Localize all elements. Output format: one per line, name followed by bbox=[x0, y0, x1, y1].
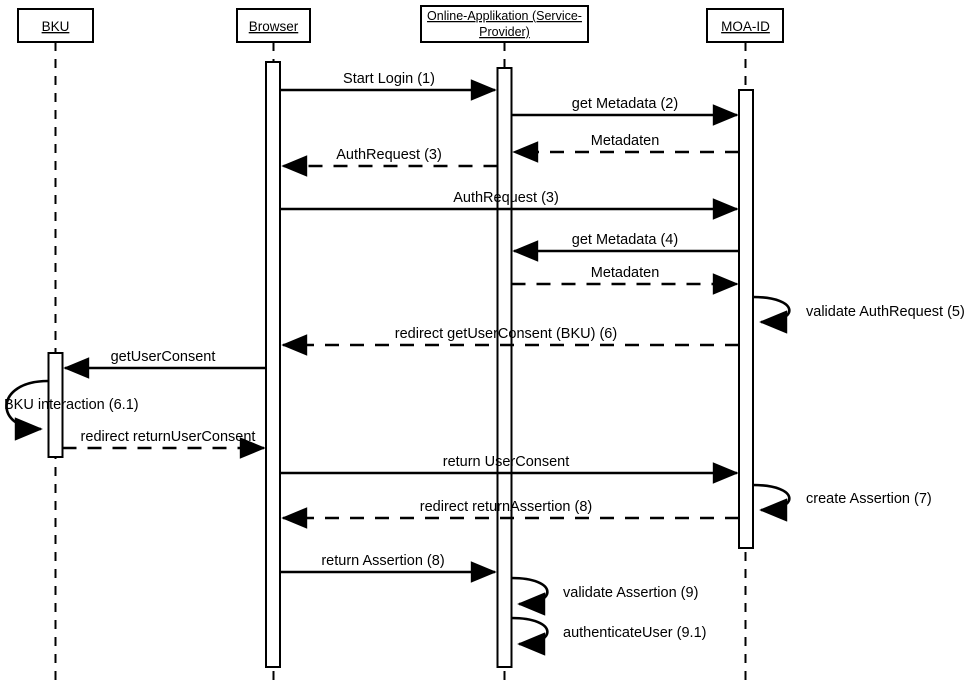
self-message-arc-authenticate-user bbox=[511, 616, 549, 656]
message-get-metadata-2[interactable]: get Metadata (2) bbox=[511, 96, 739, 126]
participant-header-bku[interactable]: BKU bbox=[17, 8, 94, 43]
message-getuserconsent[interactable]: getUserConsent bbox=[63, 349, 266, 379]
self-message-label-validate-assertion: validate Assertion (9) bbox=[563, 585, 698, 601]
participant-label-browser: Browser bbox=[249, 19, 299, 34]
message-label-metadaten-2: Metadaten bbox=[591, 265, 660, 281]
self-message-label-create-assertion: create Assertion (7) bbox=[806, 491, 932, 507]
self-message-label-authenticate-user: authenticateUser (9.1) bbox=[563, 625, 706, 641]
participant-label-moa-id: MOA-ID bbox=[721, 19, 770, 34]
message-redirect-returnassertion[interactable]: redirect returnAssertion (8) bbox=[281, 499, 739, 529]
message-label-authrequest-3-to-moaid: AuthRequest (3) bbox=[453, 190, 559, 206]
self-message-validate-assertion[interactable]: validate Assertion (9) bbox=[511, 576, 699, 616]
activation-bar-bku bbox=[47, 352, 64, 458]
message-return-userconsent[interactable]: return UserConsent bbox=[280, 454, 739, 484]
message-start-login[interactable]: Start Login (1) bbox=[280, 71, 497, 101]
participant-header-moa-id[interactable]: MOA-ID bbox=[706, 8, 784, 43]
self-message-arc-create-assertion bbox=[752, 483, 791, 522]
message-label-authrequest-3-to-browser: AuthRequest (3) bbox=[336, 147, 442, 163]
activation-bar-online-applikation bbox=[496, 67, 513, 668]
message-label-return-userconsent: return UserConsent bbox=[443, 454, 570, 470]
message-redirect-getuserconsent[interactable]: redirect getUserConsent (BKU) (6) bbox=[281, 326, 739, 356]
participant-header-browser[interactable]: Browser bbox=[236, 8, 311, 43]
message-label-redirect-getuserconsent: redirect getUserConsent (BKU) (6) bbox=[395, 326, 617, 342]
message-redirect-returnuserconsent[interactable]: redirect returnUserConsent bbox=[62, 429, 266, 459]
message-label-get-metadata-2: get Metadata (2) bbox=[572, 96, 678, 112]
message-label-get-metadata-4: get Metadata (4) bbox=[572, 232, 678, 248]
participant-header-online-applikation[interactable]: Online-Applikation (Service- Provider) bbox=[420, 5, 589, 43]
activation-bar-browser bbox=[265, 61, 281, 668]
message-label-start-login: Start Login (1) bbox=[343, 71, 435, 87]
participant-label-bku: BKU bbox=[42, 19, 70, 34]
participant-label-online-applikation-line2: Provider) bbox=[479, 25, 530, 39]
self-message-validate-authrequest[interactable]: validate AuthRequest (5) bbox=[752, 295, 965, 334]
self-message-arc-bku-interaction bbox=[5, 379, 49, 441]
self-message-arc-validate-assertion bbox=[511, 576, 549, 616]
self-message-create-assertion[interactable]: create Assertion (7) bbox=[752, 483, 932, 522]
message-label-redirect-returnuserconsent: redirect returnUserConsent bbox=[81, 429, 256, 445]
self-message-authenticate-user[interactable]: authenticateUser (9.1) bbox=[511, 616, 707, 656]
message-label-redirect-returnassertion: redirect returnAssertion (8) bbox=[420, 499, 592, 515]
activation-bar-moa-id bbox=[738, 89, 754, 549]
message-get-metadata-4[interactable]: get Metadata (4) bbox=[512, 232, 739, 262]
message-return-assertion[interactable]: return Assertion (8) bbox=[280, 553, 497, 583]
participant-box-moa-id bbox=[706, 8, 784, 43]
self-message-label-bku-interaction: BKU interaction (6.1) bbox=[4, 397, 139, 413]
message-label-metadaten-1: Metadaten bbox=[591, 133, 660, 149]
message-metadaten-1[interactable]: Metadaten bbox=[512, 133, 739, 163]
message-label-return-assertion: return Assertion (8) bbox=[321, 553, 444, 569]
participant-label-online-applikation-line1: Online-Applikation (Service- bbox=[427, 9, 582, 23]
message-authrequest-3-to-moaid[interactable]: AuthRequest (3) bbox=[280, 190, 739, 220]
self-message-arc-validate-authrequest bbox=[752, 295, 791, 334]
self-message-bku-interaction[interactable]: BKU interaction (6.1) bbox=[4, 379, 139, 441]
message-metadaten-2[interactable]: Metadaten bbox=[511, 265, 739, 295]
self-message-label-validate-authrequest: validate AuthRequest (5) bbox=[806, 304, 965, 320]
message-label-getuserconsent: getUserConsent bbox=[111, 349, 216, 365]
message-authrequest-3-to-browser[interactable]: AuthRequest (3) bbox=[281, 147, 498, 177]
